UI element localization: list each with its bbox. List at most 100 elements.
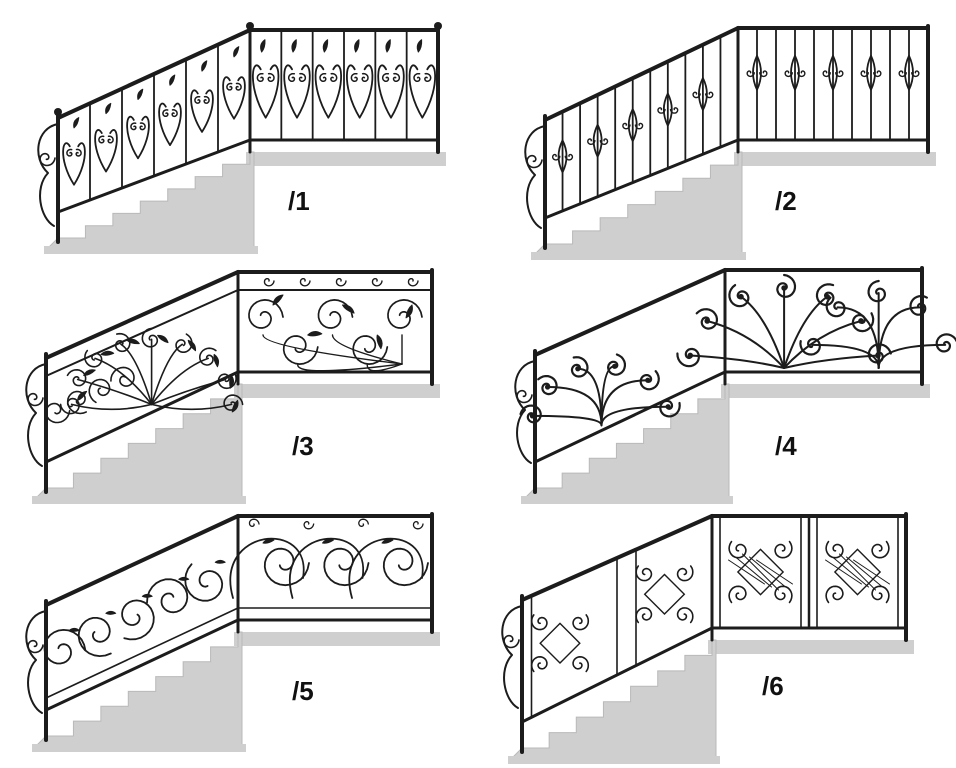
leaf <box>157 334 169 344</box>
staircase <box>32 383 440 504</box>
lattice-bar <box>756 559 793 585</box>
scroll-curl <box>728 540 747 559</box>
scroll-curl <box>776 273 797 298</box>
landing-slab <box>708 640 914 654</box>
scroll-curl <box>350 72 358 83</box>
staircase <box>508 639 914 764</box>
scroll-curl <box>66 148 73 157</box>
scroll-curl <box>552 153 561 161</box>
scroll-curl <box>162 109 169 118</box>
railing-panel-2: /2 <box>524 24 936 260</box>
handrail-sloped <box>56 28 252 120</box>
bottom-rail-sloped <box>44 618 240 712</box>
railing-panel-4: /4 <box>514 266 956 504</box>
scroll-curl <box>88 378 111 404</box>
handrail-sloped <box>44 270 240 360</box>
volute-curl <box>516 389 533 404</box>
scroll-curl <box>822 70 831 78</box>
scroll-curl <box>66 390 87 415</box>
heart-scroll <box>251 64 280 119</box>
scroll-knob <box>738 293 744 300</box>
top-curl <box>371 278 383 287</box>
scroll-curl <box>570 356 589 378</box>
fan-stem <box>689 354 786 369</box>
lattice-bar <box>735 556 772 588</box>
scroll-curl <box>530 656 548 673</box>
leaf <box>272 294 284 306</box>
top-curl <box>412 521 424 530</box>
stair-base <box>32 744 246 752</box>
scroll-curl <box>45 402 71 424</box>
scroll-curl <box>330 72 338 83</box>
scroll-curl <box>382 547 429 587</box>
lattice-diamond <box>643 573 686 616</box>
railing-ironwork <box>501 512 908 754</box>
scroll-curl <box>695 308 718 330</box>
scroll-curl <box>184 563 224 602</box>
diamond-ornament <box>752 54 762 91</box>
scroll-curl <box>797 70 806 78</box>
leaf <box>213 353 220 368</box>
railing-label: /2 <box>775 186 797 216</box>
scroll-curl <box>873 70 882 78</box>
scroll-curl <box>587 138 596 145</box>
handrail-sloped <box>520 514 714 602</box>
leaf <box>385 39 391 53</box>
staircase <box>531 151 936 260</box>
railing-label: /4 <box>775 431 797 461</box>
start-volute <box>514 360 536 464</box>
fan-stem <box>783 295 829 369</box>
stair-base <box>521 496 733 504</box>
start-volute <box>501 605 523 709</box>
heart-scroll <box>377 64 405 119</box>
scroll-curl <box>669 107 679 114</box>
scroll-curl <box>267 72 275 83</box>
scroll-curl <box>317 299 354 329</box>
bottom-rail-sloped <box>520 626 714 724</box>
leaf <box>137 88 144 100</box>
leaf <box>187 339 197 352</box>
scroll-knob <box>612 363 618 369</box>
handrail-sloped <box>533 268 727 357</box>
leaf <box>322 39 329 53</box>
scroll-curl <box>728 284 750 308</box>
fan-stem <box>262 334 403 365</box>
railing-panel-6: /6 <box>501 512 914 764</box>
scroll-curl <box>235 82 242 91</box>
diamond-ornament <box>904 54 914 91</box>
scroll-curl <box>909 295 928 316</box>
scroll-curl <box>799 337 821 356</box>
stair-steps <box>533 151 743 255</box>
scroll-curl <box>114 332 131 353</box>
fan-stem <box>877 306 921 369</box>
leaf <box>262 538 275 544</box>
bottom-rail-sloped <box>533 370 727 464</box>
scroll-curl <box>867 279 886 303</box>
heart-scroll <box>158 102 182 146</box>
scroll-curl <box>704 91 714 99</box>
scroll-curl <box>728 585 747 604</box>
leaf <box>291 39 297 53</box>
scroll-curl <box>676 607 694 624</box>
scroll-curl <box>657 107 666 114</box>
lattice-bar <box>839 553 876 591</box>
scroll-curl <box>825 585 844 604</box>
stair-base <box>44 246 258 254</box>
fan-stem <box>70 403 153 411</box>
scroll-curl <box>639 370 660 391</box>
scroll-curl <box>43 629 87 665</box>
top-curl <box>358 518 369 527</box>
scroll-curl <box>746 70 755 78</box>
scroll-curl <box>139 122 146 131</box>
scroll-curl <box>75 148 82 157</box>
leaf <box>307 331 323 337</box>
scroll-knob <box>781 285 787 291</box>
wave-scroll <box>289 537 365 599</box>
scroll-curl <box>537 375 558 396</box>
railing-label: /3 <box>292 431 314 461</box>
scroll-knob <box>575 366 581 372</box>
railing-panel-1: /1 <box>37 22 446 254</box>
scroll-curl <box>248 299 284 329</box>
staircase <box>44 151 446 254</box>
railing-ironwork <box>37 22 442 244</box>
